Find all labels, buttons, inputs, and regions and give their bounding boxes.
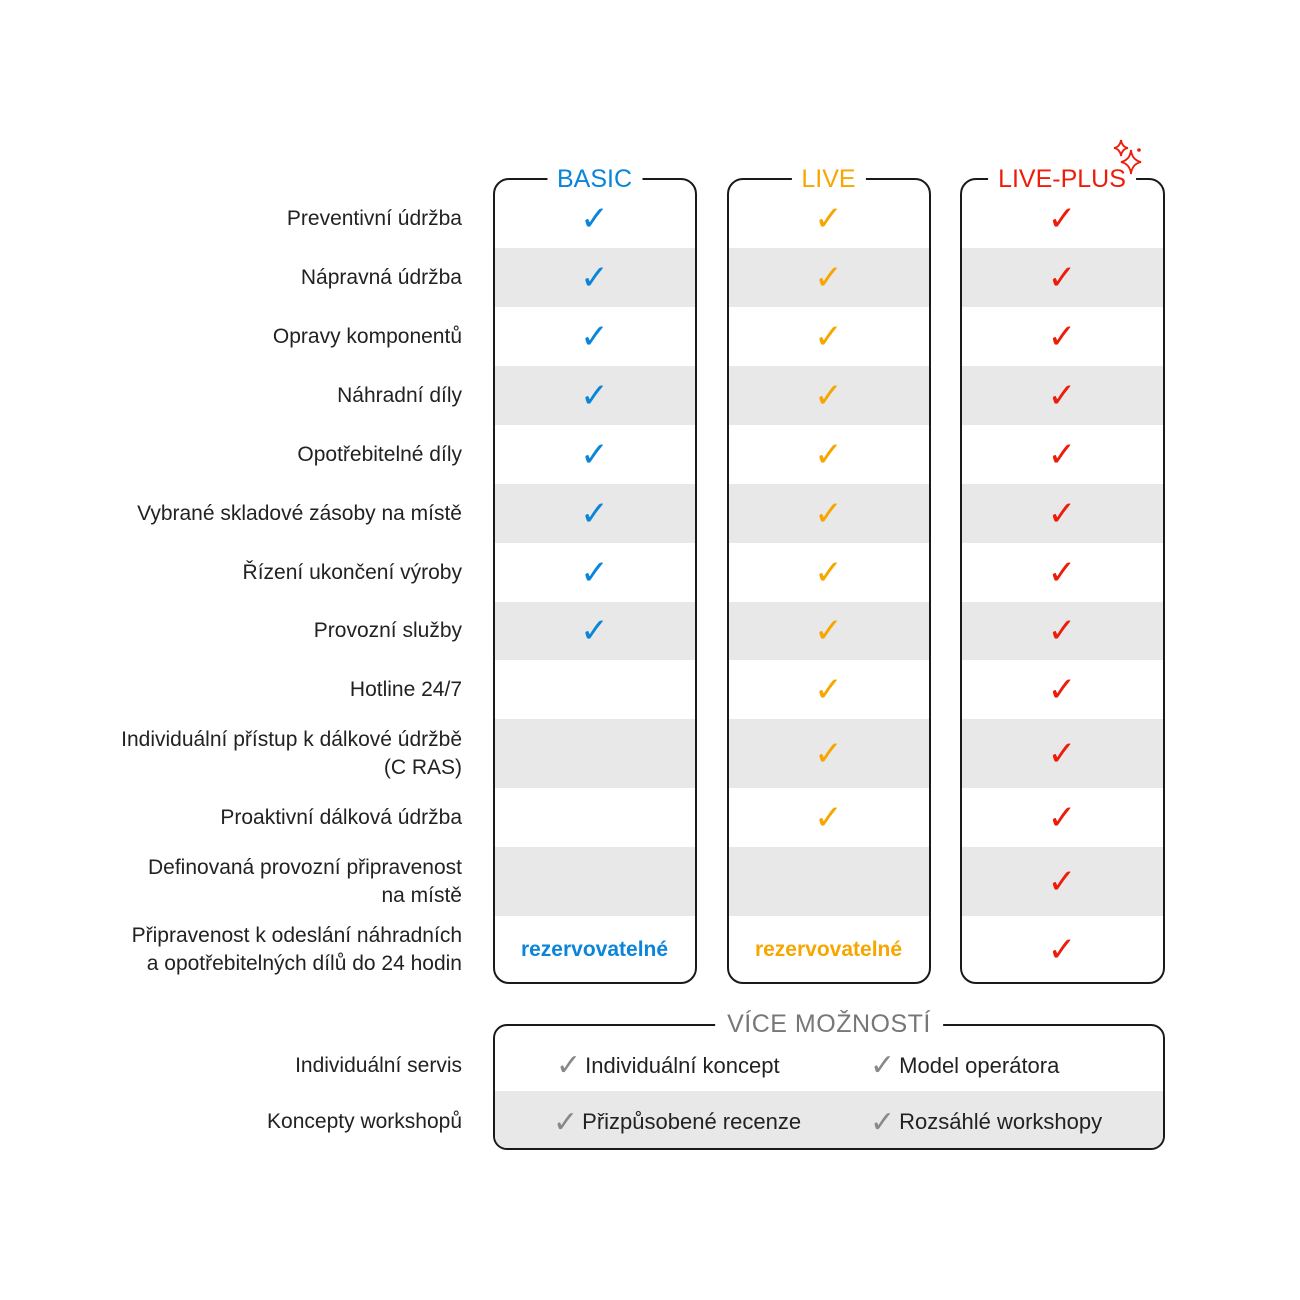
feature-label: Nápravná údržba: [300, 265, 462, 289]
check-icon: ✓: [814, 611, 843, 651]
more-options-title: VÍCE MOŽNOSTÍ: [715, 1010, 943, 1039]
row-stripe: [728, 847, 929, 916]
feature-label: Proaktivní dálková údržba: [220, 805, 462, 829]
check-icon: ✓: [870, 1104, 896, 1140]
check-icon: ✓: [814, 257, 843, 298]
row-stripe: [961, 847, 1163, 916]
check-icon: ✓: [556, 1048, 582, 1083]
option-label: Přizpůsobené recenze: [582, 1109, 802, 1134]
feature-label: Koncepty workshopů: [267, 1110, 462, 1133]
feature-label: Opravy komponentů: [272, 324, 462, 348]
more-options-box: [493, 1024, 1165, 1150]
check-icon: ✓: [1047, 375, 1077, 416]
sparkle-icon: [1110, 136, 1146, 180]
row-stripe: [495, 1091, 1163, 1148]
feature-label: Individuální servis: [295, 1053, 462, 1077]
check-icon: ✓: [580, 316, 609, 357]
check-icon: ✓: [1047, 552, 1077, 593]
option-label: Model operátora: [899, 1052, 1060, 1078]
check-icon: ✓: [1047, 797, 1077, 838]
feature-label: Preventivní údržba: [286, 207, 462, 230]
option-label: Rozsáhlé workshopy: [899, 1109, 1103, 1134]
feature-label: Náhradní díly: [337, 383, 462, 407]
check-icon: ✓: [1047, 930, 1077, 970]
feature-label: Provozní služby: [313, 619, 462, 642]
check-icon: ✓: [814, 434, 843, 475]
row-stripe: [961, 719, 1163, 788]
feature-label: Hotline 24/7: [349, 677, 462, 701]
feature-label: Individuální přístup k dálkové údržbě (C…: [121, 727, 462, 779]
feature-label: Opotřebitelné díly: [297, 442, 462, 466]
check-icon: ✓: [1047, 316, 1077, 357]
row-stripe: [728, 248, 929, 307]
row-stripe: [961, 602, 1163, 660]
column-plus: [960, 178, 1165, 984]
option-item: ✓Model operátora: [870, 1038, 1059, 1093]
row-stripe: [961, 366, 1163, 425]
reservable-label: rezervovatelné: [520, 938, 669, 961]
check-icon: ✓: [580, 552, 609, 593]
column-title-plus: LIVE-PLUS: [988, 164, 1136, 194]
reservable-label: rezervovatelné: [754, 938, 903, 961]
check-icon: ✓: [1047, 733, 1077, 774]
check-icon: ✓: [580, 257, 609, 298]
feature-label: Definovaná provozní připravenost na míst…: [147, 855, 462, 907]
check-icon: ✓: [580, 434, 609, 475]
row-stripe: [494, 248, 695, 307]
check-icon: ✓: [814, 797, 843, 838]
row-stripe: [494, 847, 695, 916]
row-stripe: [728, 602, 929, 660]
check-icon: ✓: [553, 1104, 579, 1140]
row-stripe: [728, 719, 929, 788]
check-icon: ✓: [814, 669, 843, 710]
column-basic: [493, 178, 697, 984]
option-item: ✓Rozsáhlé workshopy: [870, 1093, 1102, 1151]
option-item: ✓Individuální koncept: [556, 1038, 780, 1093]
check-icon: ✓: [1047, 199, 1077, 239]
check-icon: ✓: [814, 493, 843, 534]
check-icon: ✓: [814, 375, 843, 416]
feature-label: Vybrané skladové zásoby na místě: [137, 501, 462, 525]
column-title-live: LIVE: [791, 164, 866, 194]
check-icon: ✓: [814, 733, 843, 774]
option-item: ✓Přizpůsobené recenze: [553, 1093, 801, 1151]
row-stripe: [728, 484, 929, 543]
check-icon: ✓: [580, 199, 609, 239]
check-icon: ✓: [814, 552, 843, 593]
check-icon: ✓: [1047, 257, 1077, 298]
row-stripe: [494, 366, 695, 425]
row-stripe: [961, 484, 1163, 543]
check-icon: ✓: [580, 375, 609, 416]
column-live: [727, 178, 931, 984]
check-icon: ✓: [1047, 493, 1077, 534]
row-stripe: [728, 366, 929, 425]
check-icon: ✓: [814, 316, 843, 357]
check-icon: ✓: [1047, 434, 1077, 475]
check-icon: ✓: [814, 199, 843, 239]
feature-label: Řízení ukončení výroby: [242, 560, 462, 584]
check-icon: ✓: [580, 611, 609, 651]
check-icon: ✓: [1047, 669, 1077, 710]
row-stripe: [494, 484, 695, 543]
check-icon: ✓: [580, 493, 609, 534]
row-stripe: [494, 602, 695, 660]
check-icon: ✓: [1047, 611, 1077, 651]
row-stripe: [961, 248, 1163, 307]
row-stripe: [494, 719, 695, 788]
feature-label: Připravenost k odeslání náhradních a opo…: [131, 924, 462, 975]
check-icon: ✓: [870, 1048, 896, 1083]
column-title-basic: BASIC: [546, 164, 643, 194]
check-icon: ✓: [1047, 861, 1077, 902]
option-label: Individuální koncept: [585, 1052, 780, 1078]
